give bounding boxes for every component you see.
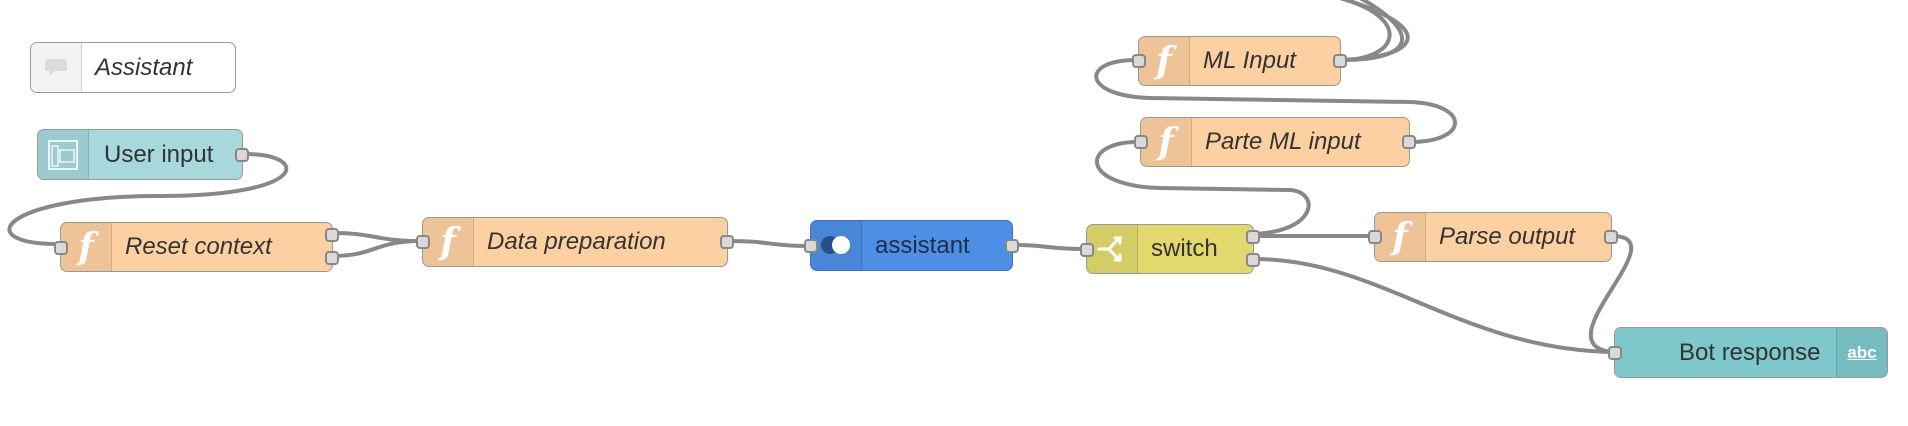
output-port[interactable] (1333, 54, 1347, 68)
data-preparation-label: Data preparation (487, 228, 666, 255)
node-parse-output[interactable]: f Parse output (1368, 212, 1618, 262)
wire-switch-to-bot-response[interactable] (1252, 257, 1614, 354)
function-icon: f (61, 223, 112, 271)
output-port-2[interactable] (325, 251, 339, 265)
input-port[interactable] (1080, 243, 1094, 257)
debug-abc-icon: abc (1836, 328, 1887, 377)
parte-ml-input-label: Parte ML input (1205, 128, 1361, 155)
switch-label: switch (1151, 235, 1218, 262)
parse-output-label: Parse output (1439, 223, 1576, 250)
input-port[interactable] (1368, 230, 1382, 244)
function-icon: f (423, 218, 474, 266)
chat-bubbles-icon (811, 221, 862, 270)
node-bot-response[interactable]: Bot response abc (1608, 327, 1888, 378)
input-port[interactable] (1134, 135, 1148, 149)
wire-parse-output-to-bot-response[interactable] (1588, 234, 1634, 354)
function-icon: f (1375, 213, 1426, 261)
node-user-input[interactable]: User input (37, 129, 249, 180)
assistant-label: assistant (875, 231, 970, 259)
input-port[interactable] (416, 235, 430, 249)
node-ml-input[interactable]: f ML Input (1132, 36, 1347, 86)
comment-icon (31, 43, 82, 92)
input-port[interactable] (1608, 346, 1622, 360)
output-port[interactable] (1402, 135, 1416, 149)
function-icon: f (1141, 118, 1192, 166)
user-input-label: User input (104, 140, 214, 168)
wire-ml-input-to-parte-ml-input[interactable] (1339, 0, 1404, 62)
node-data-preparation[interactable]: f Data preparation (416, 217, 734, 267)
node-assistant[interactable]: assistant (804, 220, 1019, 271)
wire-parte-ml-input-loop[interactable] (1095, 140, 1311, 236)
reset-context-label: Reset context (125, 233, 272, 260)
input-port[interactable] (54, 241, 68, 255)
output-port-1[interactable] (325, 228, 339, 242)
output-port-1[interactable] (1246, 230, 1260, 244)
input-port[interactable] (804, 239, 818, 253)
switch-icon (1087, 225, 1138, 273)
wire-reset-context-to-data-preparation-2[interactable] (331, 239, 422, 258)
wire-assistant-to-switch[interactable] (1012, 243, 1086, 251)
wire-user-input-to-reset-context[interactable] (7, 152, 289, 246)
output-port[interactable] (1005, 239, 1019, 253)
ml-input-label: ML Input (1203, 47, 1296, 74)
output-port-2[interactable] (1246, 253, 1260, 267)
node-switch[interactable]: switch (1080, 224, 1260, 274)
comment-label: Assistant (95, 53, 193, 81)
input-port[interactable] (1132, 54, 1146, 68)
output-port[interactable] (1604, 230, 1618, 244)
comment-node[interactable]: Assistant (30, 42, 236, 93)
wire-data-preparation-to-assistant[interactable] (728, 239, 810, 248)
inject-icon (38, 130, 89, 179)
wire-ml-input-loop[interactable] (1094, 58, 1457, 144)
output-port[interactable] (720, 235, 734, 249)
output-port[interactable] (235, 148, 249, 162)
node-parte-ml-input[interactable]: f Parte ML input (1134, 117, 1416, 167)
function-icon: f (1139, 37, 1190, 85)
node-reset-context[interactable]: f Reset context (54, 222, 339, 272)
bot-response-label: Bot response (1679, 338, 1821, 366)
